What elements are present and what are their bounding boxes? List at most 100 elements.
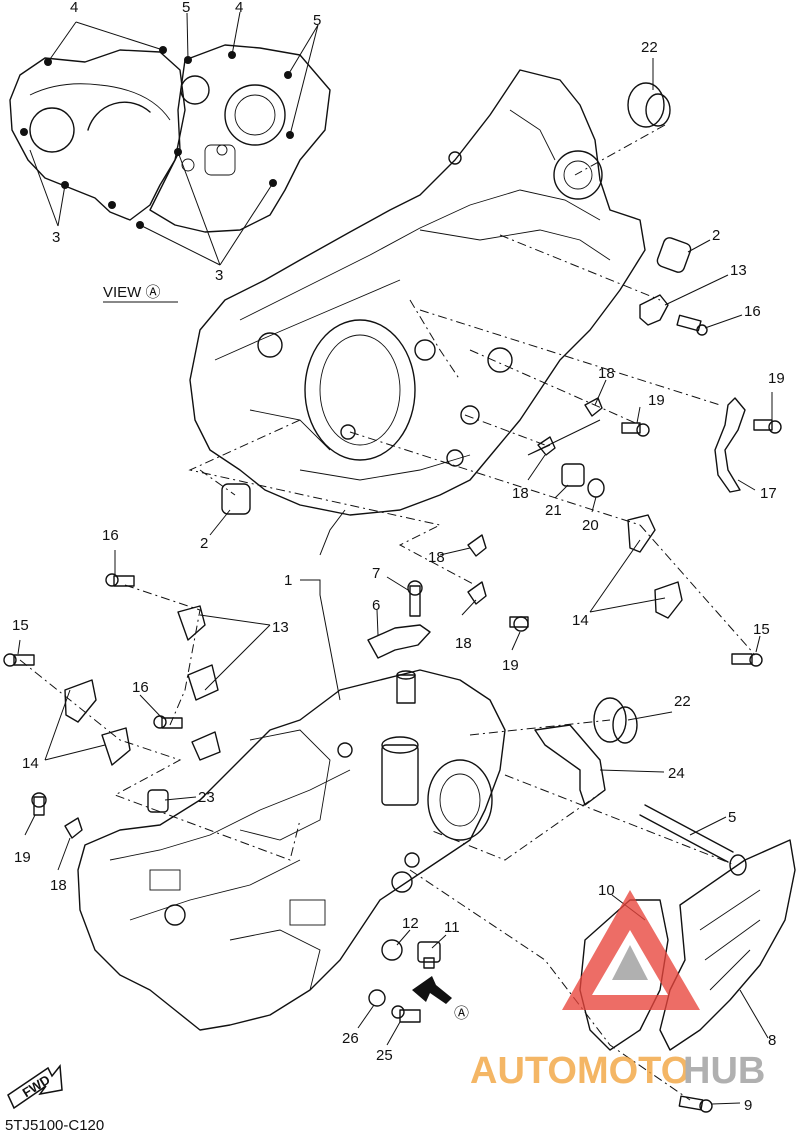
watermark-triangle-logo <box>562 890 700 1010</box>
part-14-plate-left <box>64 679 97 723</box>
callout-4: 4 <box>70 0 78 16</box>
view-a-arrow <box>412 976 452 1004</box>
callout-11: 11 <box>444 919 460 936</box>
part-19-bolt-c <box>509 616 529 632</box>
callout-8: 8 <box>768 1032 776 1049</box>
part-18-plate-c <box>467 534 487 557</box>
part-21-collar <box>561 463 585 487</box>
part-18-plate-b <box>537 436 556 456</box>
part-26-washer <box>368 989 386 1007</box>
callout-18: 18 <box>50 877 67 894</box>
part-11-drain-plug <box>417 941 441 969</box>
part-2-dowel-pin-upper <box>656 237 692 273</box>
inset-left-case-outline <box>9 49 186 221</box>
callout-6: 6 <box>372 597 380 614</box>
left-case-bore <box>427 759 493 841</box>
part-8-side-cover <box>659 839 796 1051</box>
callout-19: 19 <box>14 849 31 866</box>
callout-numbers: 4 5 4 5 3 3 22 2 13 16 18 19 19 17 18 21… <box>12 0 785 1114</box>
part-24-chain-guide <box>534 724 606 806</box>
part-18-plate-a <box>584 397 603 417</box>
right-case-cylinder-bore <box>304 319 416 461</box>
callout-19: 19 <box>502 657 519 674</box>
callout-16: 16 <box>132 679 149 696</box>
callout-3: 3 <box>215 267 223 284</box>
callout-14: 14 <box>22 755 39 772</box>
callout-15: 15 <box>753 621 770 638</box>
fwd-arrow <box>7 1064 63 1110</box>
left-case-oil-tube <box>381 744 419 806</box>
upper-crankcase-right-half <box>189 69 646 516</box>
part-15-bolt-left <box>3 653 35 667</box>
part-7-bolt <box>407 580 423 617</box>
part-16-bolt-left-a <box>105 573 135 587</box>
callout-22: 22 <box>674 693 691 710</box>
right-case-outline <box>189 69 646 516</box>
part-18-plate-e <box>64 817 83 839</box>
callout-21: 21 <box>545 502 562 519</box>
callout-18: 18 <box>455 635 472 652</box>
callout-1: 1 <box>284 572 292 589</box>
part-20-washer <box>587 478 605 498</box>
part-22-oil-seal-upper <box>627 82 671 128</box>
callout-5: 5 <box>728 809 736 826</box>
part-14-plate-upper <box>627 514 656 553</box>
callout-4: 4 <box>235 0 243 16</box>
part-19-bolt-b <box>753 419 782 434</box>
lower-crankcase-left-half <box>77 669 506 1031</box>
callout-16: 16 <box>744 303 761 320</box>
callout-24: 24 <box>668 765 685 782</box>
automotohub-watermark: AUTOMOTO HUB <box>470 890 765 1092</box>
diagram-code: 5TJ5100-C120 <box>5 1117 104 1134</box>
callout-3: 3 <box>52 229 60 246</box>
part-19-bolt-a <box>621 422 650 437</box>
callout-9: 9 <box>744 1097 752 1114</box>
callout-12: 12 <box>402 915 419 932</box>
part-12-washer <box>381 939 403 961</box>
part-25-bolt <box>391 1005 421 1023</box>
left-case-outline <box>77 669 506 1031</box>
callout-2: 2 <box>712 227 720 244</box>
inset-right-case-outline <box>149 44 331 233</box>
part-23-collar <box>147 789 169 813</box>
callout-13: 13 <box>272 619 289 636</box>
callout-10: 10 <box>598 882 615 899</box>
inset-bolt-holes <box>20 46 294 229</box>
right-case-bearing-housing <box>553 150 603 200</box>
part-18-plate-d <box>467 581 487 605</box>
callout-7: 7 <box>372 565 380 582</box>
callout-14: 14 <box>572 612 589 629</box>
part-6-bracket <box>367 624 431 659</box>
callout-25: 25 <box>376 1047 393 1064</box>
callout-19: 19 <box>768 370 785 387</box>
callout-5: 5 <box>182 0 190 16</box>
callout-13: 13 <box>730 262 747 279</box>
callout-26: 26 <box>342 1030 359 1047</box>
watermark-text-hub: HUB <box>683 1050 765 1092</box>
callout-23: 23 <box>198 789 215 806</box>
part-17-guide-plate <box>714 397 746 493</box>
callout-18: 18 <box>512 485 529 502</box>
part-9-bolt <box>678 1095 713 1113</box>
callout-18: 18 <box>428 549 445 566</box>
part-16-bolt-left-b <box>153 715 183 729</box>
callout-22: 22 <box>641 39 658 56</box>
part-13-plate-upper <box>639 294 669 326</box>
callout-19: 19 <box>648 392 665 409</box>
part-19-bolt-d <box>31 792 47 816</box>
inset-left-arc <box>87 101 151 131</box>
view-a-label: VIEW Ⓐ <box>103 284 161 301</box>
callout-2: 2 <box>200 535 208 552</box>
inset-leaders <box>29 11 319 266</box>
inset-right-bore <box>224 84 286 146</box>
view-a-marker: Ⓐ <box>454 1005 469 1022</box>
callout-15: 15 <box>12 617 29 634</box>
callout-5: 5 <box>313 12 321 29</box>
part-15-bolt-right <box>731 653 763 667</box>
callout-20: 20 <box>582 517 599 534</box>
part-13-plate-left-a <box>177 605 206 641</box>
view-a-inset <box>9 11 331 266</box>
part-5-long-bolt <box>639 804 747 876</box>
callout-17: 17 <box>760 485 777 502</box>
